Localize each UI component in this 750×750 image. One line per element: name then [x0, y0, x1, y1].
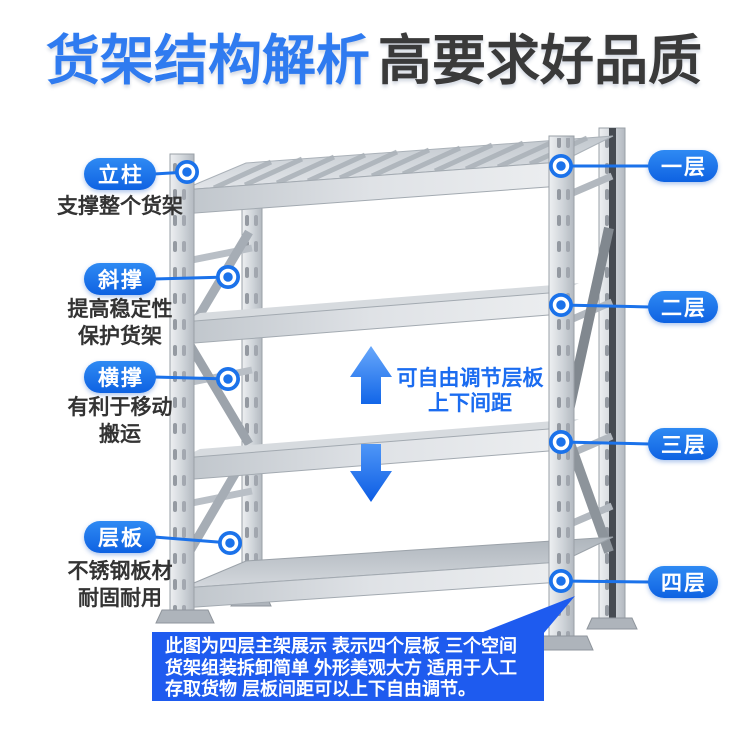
desc-line: 不锈钢板材	[67, 560, 173, 583]
pill-shelf-board: 层板	[84, 521, 156, 553]
page-title-highlight: 货架结构解析	[46, 31, 370, 91]
pill-horizontal-brace: 横撑	[84, 361, 156, 393]
back-right-post	[586, 127, 638, 630]
shelf-level-1	[181, 135, 614, 215]
marker-dot-icon	[549, 569, 573, 593]
bottom-note: 此图为四层主架展示 表示四个层板 三个空间 货架组装拆卸简单 外形美观大方 适用…	[152, 632, 544, 701]
desc-diagonal-brace: 提高稳定性 保护货架	[30, 296, 210, 350]
pill-layer-4: 四层	[648, 566, 718, 598]
bottom-note-pointer	[478, 596, 575, 634]
marker-dot-icon	[549, 154, 573, 178]
marker-dot-icon	[175, 160, 199, 184]
page-title-rest: 高要求好品质	[378, 31, 702, 91]
marker-dot-icon	[549, 430, 573, 454]
pill-layer-2: 二层	[648, 291, 718, 323]
bottom-note-line: 此图为四层主架展示 表示四个层板 三个空间	[165, 636, 517, 656]
marker-dot-icon	[218, 531, 242, 555]
desc-line: 保护货架	[78, 325, 162, 348]
pill-layer-1: 一层	[648, 150, 718, 182]
marker-dots	[175, 154, 573, 593]
bottom-note-line: 存取货物 层板间距可以上下自由调节。	[165, 679, 476, 699]
desc-horizontal-brace: 有利于移动 搬运	[30, 394, 210, 448]
pill-layer-3: 三层	[648, 428, 718, 460]
desc-line: 有利于移动	[67, 396, 173, 419]
desc-line: 支撑整个货架	[57, 195, 183, 218]
marker-dot-icon	[216, 367, 240, 391]
down-arrow-icon	[350, 444, 392, 502]
pill-diagonal-brace: 斜撑	[84, 263, 156, 295]
callout-connectors	[153, 164, 651, 584]
up-arrow-icon	[350, 346, 392, 404]
bottom-note-line: 货架组装拆卸简单 外形美观大方 适用于人工	[165, 657, 517, 678]
pill-column: 立柱	[84, 158, 156, 190]
adjustable-note: 可自由调节层板 上下间距	[388, 366, 552, 416]
marker-dot-icon	[549, 293, 573, 317]
front-right-post	[534, 135, 594, 651]
front-left-post	[155, 153, 215, 624]
adjustable-note-line: 可自由调节层板	[396, 367, 544, 390]
desc-line: 提高稳定性	[67, 298, 173, 321]
desc-shelf-board: 不锈钢板材 耐固耐用	[30, 558, 210, 612]
marker-dot-icon	[216, 265, 240, 289]
desc-line: 搬运	[99, 423, 141, 446]
desc-line: 耐固耐用	[78, 587, 162, 610]
page-title: 货架结构解析高要求好品质	[46, 30, 702, 92]
adjustable-note-line: 上下间距	[428, 392, 512, 415]
desc-column: 支撑整个货架	[30, 193, 210, 220]
